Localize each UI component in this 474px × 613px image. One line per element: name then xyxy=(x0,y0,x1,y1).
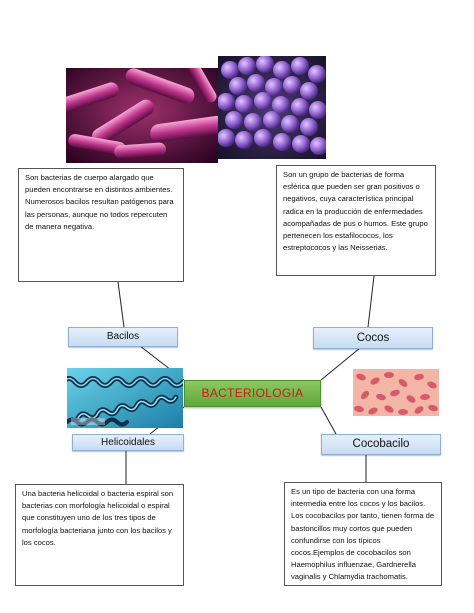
helicoidales-photo xyxy=(67,368,183,428)
helicoidales-label: Helicoidales xyxy=(72,434,184,451)
cocobacilo-description: Es un tipo de bacteria con una forma int… xyxy=(291,487,435,582)
cocobacilo-label: Cocobacilo xyxy=(321,434,441,455)
helicoidales-description: Una bacteria helicoidal o bacteria espir… xyxy=(22,489,174,547)
cocos-description: Son un grupo de bacterias de forma esfér… xyxy=(283,170,428,253)
connector-bacilos-box xyxy=(117,281,125,328)
helicoidales-description-box: Una bacteria helicoidal o bacteria espir… xyxy=(15,484,184,586)
cocos-label: Cocos xyxy=(313,327,433,349)
bacilos-photo xyxy=(66,68,218,163)
connector-cocos-box xyxy=(367,275,375,328)
connector-cocobacilo-center xyxy=(320,406,337,435)
center-node-bacteriologia: BACTERIOLOGIA xyxy=(184,380,321,407)
bacilos-label: Bacilos xyxy=(68,327,178,347)
cocobacilo-photo xyxy=(353,369,439,416)
bacilos-description-box: Son bacterias de cuerpo alargado que pue… xyxy=(18,168,184,282)
connector-cocos-center xyxy=(320,347,361,381)
cocobacilo-description-box: Es un tipo de bacteria con una forma int… xyxy=(284,482,442,586)
cocos-photo xyxy=(218,56,326,159)
bacilos-description: Son bacterias de cuerpo alargado que pue… xyxy=(25,173,174,231)
cocos-description-box: Son un grupo de bacterias de forma esfér… xyxy=(276,165,436,276)
